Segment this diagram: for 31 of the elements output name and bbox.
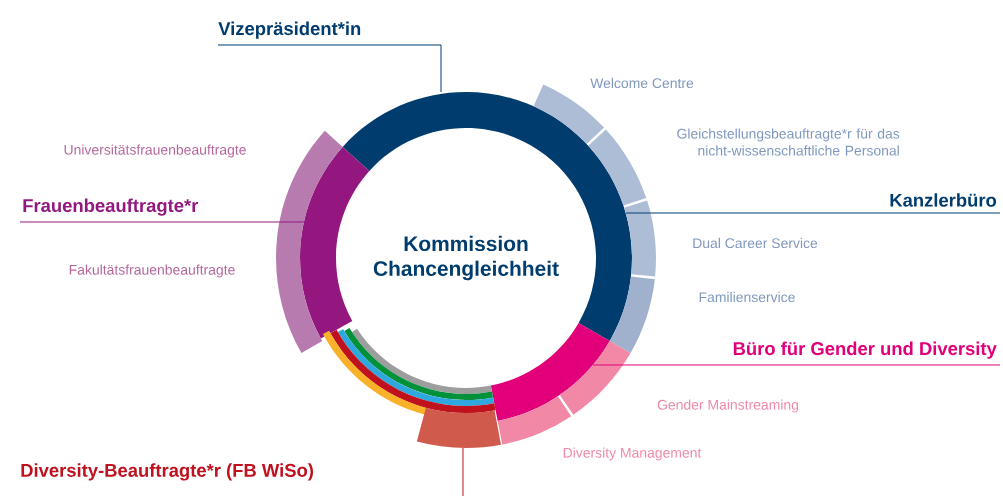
segment-label: Fakultätsfrauenbeauftragte bbox=[69, 264, 235, 278]
segment-label: Gender Mainstreaming bbox=[657, 399, 798, 413]
ring-segment bbox=[497, 396, 572, 445]
heading: Büro für Gender und Diversity bbox=[733, 341, 997, 359]
leader-line bbox=[592, 364, 1001, 366]
leader-line bbox=[462, 447, 464, 496]
heading: Frauenbeauftragte*r bbox=[23, 198, 199, 216]
ring-segment bbox=[342, 92, 632, 341]
striped-ring-segment bbox=[322, 328, 496, 416]
heading: Vizepräsident*in bbox=[218, 21, 361, 39]
ring-segment bbox=[276, 236, 323, 353]
segment-label: Dual Career Service bbox=[693, 237, 818, 249]
segment-label: Familienservice bbox=[699, 291, 795, 303]
ring-segment bbox=[588, 129, 647, 206]
ring-segment bbox=[624, 200, 656, 277]
ring-segment bbox=[416, 407, 501, 448]
ring-segment bbox=[300, 146, 370, 339]
ring-segment bbox=[559, 341, 631, 415]
ring-segment bbox=[276, 130, 343, 242]
center-title: Kommission Chancengleichheit bbox=[373, 235, 559, 281]
leader-line bbox=[217, 44, 442, 93]
heading: Kanzlerbüro bbox=[890, 193, 997, 207]
leader-line bbox=[19, 221, 305, 223]
segment-label: Universitätsfrauenbeauftragte bbox=[64, 144, 246, 158]
ring-segment bbox=[490, 323, 610, 421]
segment-label: Gleichstellungsbeauftragte*r für das nicht-wissenschaftliche Personal bbox=[677, 128, 900, 156]
leader-line bbox=[625, 212, 1001, 214]
segment-label: Diversity Management bbox=[563, 447, 702, 461]
ring-segment bbox=[609, 276, 655, 353]
segment-label: Welcome Centre bbox=[590, 77, 694, 89]
heading: Diversity-Beauftragte*r (FB WiSo) bbox=[21, 463, 313, 481]
